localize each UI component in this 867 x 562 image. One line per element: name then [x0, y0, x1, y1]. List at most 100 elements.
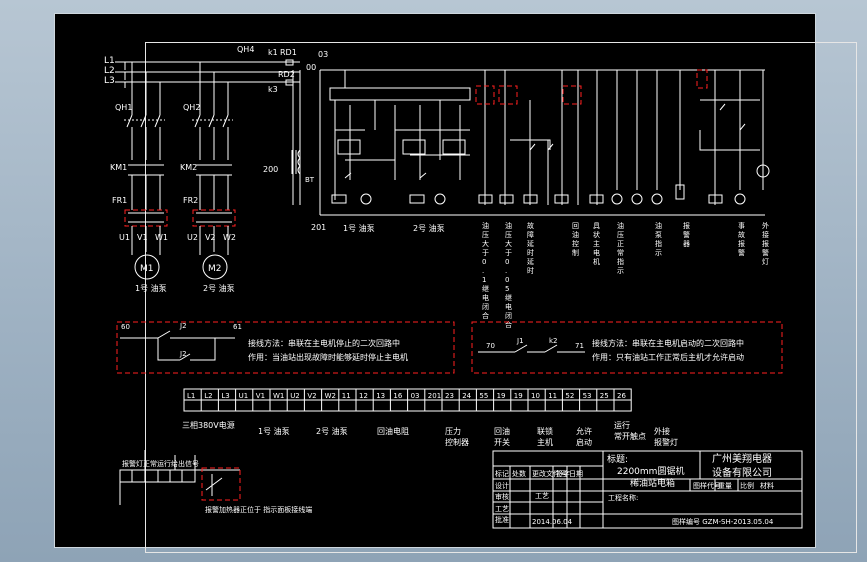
m1-terminal-w: W1	[155, 233, 168, 242]
note-left-line2: 作用：当油站出现故障时能够延时停止主电机	[248, 352, 408, 362]
note-left-tag-3: 61	[233, 323, 242, 331]
terminal-cell: 11	[342, 392, 351, 400]
date-value: 2014.06.04	[532, 518, 573, 526]
m2-terminal-w: W2	[223, 233, 236, 242]
terminal-cell: 24	[462, 392, 471, 400]
function-label-fault: 故障延时延时	[527, 221, 534, 275]
relay-fr1: FR1	[112, 196, 127, 205]
note-left-line1: 接线方法：串联在主电机停止的二次回路中	[248, 338, 400, 348]
note-left-tag-0: 60	[121, 323, 130, 331]
terminal-cell: 10	[531, 392, 540, 400]
note-box-left: 60 J2 J2 61 接线方法：串联在主电机停止的二次回路中 作用：当油站出现…	[116, 321, 455, 374]
terminal-cell: U1	[239, 392, 249, 400]
note-right-tag-3: 71	[575, 342, 584, 350]
title-block-header: 日期	[569, 470, 583, 478]
fuse-rd2: RD2	[278, 70, 295, 79]
terminal-cell: V2	[307, 392, 316, 400]
terminal-cell: 201	[428, 392, 441, 400]
title-block-header: 处数	[512, 469, 526, 478]
contactor-km1: KM1	[110, 163, 127, 172]
terminal-cell: 19	[497, 392, 506, 400]
motor-m2-symbol	[202, 254, 228, 280]
terminal-group-label: 外接报警灯	[654, 426, 678, 447]
function-label-out: 外接报警灯	[762, 221, 769, 266]
detail-note: 报警加热器正位于 指示面板接线端	[205, 505, 312, 514]
transformer-bt: BT	[305, 176, 315, 184]
title-block-header: 更改文件号	[532, 469, 567, 478]
title-block-row-label: 审核	[495, 492, 509, 501]
title-block-headers: 标记处数更改文件号签字日期	[495, 469, 583, 478]
title-label: 标题:	[607, 453, 628, 465]
terminal-cell: 19	[514, 392, 523, 400]
title-block-row-label: 设计	[495, 481, 509, 490]
terminal-cell: 53	[583, 392, 592, 400]
switch-qh4: QH4	[237, 45, 254, 54]
motor-m1: M1	[140, 264, 154, 274]
file-number: 图样编号 GZM-SH-2013.05.04	[672, 517, 774, 526]
note-right-line1: 接线方法：串联在主电机启动的二次回路中	[592, 338, 744, 348]
company-line1: 广州美翔电器	[712, 452, 772, 465]
node-200: 200	[263, 165, 278, 174]
terminal-cell: 23	[445, 392, 454, 400]
fuse-rd1: RD1	[280, 48, 297, 57]
function-label-ret: 回油控制	[572, 222, 579, 257]
line-label-l2: L2	[104, 66, 115, 76]
drawing-frame	[145, 42, 857, 553]
m2-terminal-u: U2	[187, 233, 198, 242]
motor-m1-symbol	[134, 254, 160, 280]
m1-terminal-v: V1	[137, 233, 148, 242]
terminal-cell: W1	[273, 392, 284, 400]
terminal-group-label: 2号 油泵	[316, 426, 348, 436]
function-label-acc: 事故报警	[738, 221, 745, 257]
terminal-cell: L2	[204, 392, 212, 400]
terminal-group-label: 运行常开触点	[614, 420, 646, 441]
terminal-cell: 55	[479, 392, 488, 400]
function-label-norm: 油压正常指示	[617, 221, 624, 275]
weight-label: 重量	[718, 482, 732, 490]
switch-k3: k3	[268, 85, 278, 94]
terminal-cell: 12	[359, 392, 368, 400]
switch-k1: k1	[268, 48, 278, 57]
motor-m1-label: 1号 油泵	[135, 283, 167, 293]
title-block-header: 签字	[556, 469, 570, 478]
note-box-right: 70 J1 k2 71 接线方法：串联在主电机启动的二次回路中 作用：只有油站工…	[471, 321, 783, 374]
terminal-cell: 26	[617, 392, 626, 400]
terminal-cell: L1	[187, 392, 195, 400]
terminal-group-label: 联锁主机	[537, 426, 553, 447]
note-right-tag-0: 70	[486, 342, 495, 350]
detail-sketch: 报警灯正常运行给出信号 报警加热器正位于 指示面板接线端	[119, 450, 312, 514]
contactor-km2: KM2	[180, 163, 197, 172]
title-block-row-label: 批准	[495, 515, 509, 524]
power-circuit: L1 L2 L3 QH1 QH2 KM1 KM2 FR1 FR2 U1 V1 W…	[104, 56, 300, 293]
note-left-tag-2: J2	[179, 350, 187, 358]
title-block-header: 标记	[495, 469, 509, 478]
terminal-cell: 52	[565, 392, 574, 400]
terminal-cell: L3	[221, 392, 229, 400]
node-201: 201	[311, 223, 326, 232]
terminal-group-label: 1号 油泵	[258, 426, 290, 436]
drawing-no-label: 图样代号	[693, 481, 721, 490]
breaker-qh1: QH1	[115, 103, 132, 112]
pump1-label: 1号 油泵	[343, 223, 375, 233]
terminal-group-label: 回油电阻	[377, 426, 409, 436]
motor-m2-label: 2号 油泵	[203, 283, 235, 293]
line-label-l1: L1	[104, 56, 115, 66]
function-label-alarm: 报警器	[683, 221, 690, 248]
pump2-label: 2号 油泵	[413, 223, 445, 233]
terminal-cell: 16	[393, 392, 402, 400]
line-label-l3: L3	[104, 76, 115, 86]
note-left-tag-1: J2	[179, 322, 187, 330]
node-00: 00	[306, 63, 316, 72]
note-right-tag-2: k2	[549, 337, 558, 345]
company-line2: 设备有限公司	[712, 466, 772, 479]
scale-label: 比例	[740, 481, 754, 490]
node-03: 03	[318, 50, 328, 59]
terminal-group-label: 允许启动	[576, 426, 592, 447]
function-label-main: 具状主电机	[593, 222, 600, 266]
terminal-cell: 03	[411, 392, 420, 400]
